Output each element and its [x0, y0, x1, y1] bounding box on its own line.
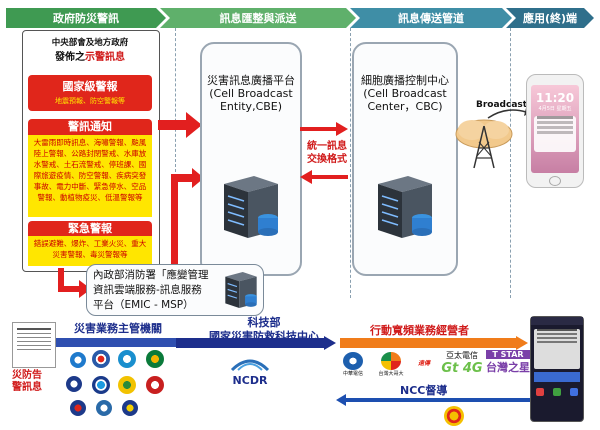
agency-logo: [70, 352, 86, 368]
exchange-arrow-right: [300, 122, 348, 136]
notice-body: 大雷雨即時訊息、海嘯警報、颱風陸上警報、公路封閉警戒、水庫放水警戒、土石流警戒、…: [33, 138, 147, 202]
separator-line: [175, 28, 176, 298]
agency-logo: [92, 350, 110, 368]
emergency-body: 錯誤避難、爆炸、工業火災、重大災害警報、毒災警報等: [33, 239, 147, 259]
gov-alert-panel: 中央部會及地方政府 發佈之示警訊息 國家級警報 地震預報、防空警報等 警訊通知 …: [22, 30, 160, 272]
separator-line: [350, 28, 351, 298]
exchange-label: 統一訊息 交換格式: [302, 140, 352, 166]
ncc-label: NCC督導: [400, 384, 448, 397]
left-sign: 災防告警訊息: [12, 370, 42, 393]
emergency-title-block: 緊急警報: [28, 221, 152, 236]
emergency-title: 緊急警報: [68, 222, 112, 235]
emic-to-cbe-arrow: [168, 168, 204, 264]
operator-fet: 遠傳: [410, 358, 438, 367]
tstar-sub: 台灣之星: [486, 361, 530, 374]
separator-line: [510, 28, 511, 298]
phone-notification: [534, 116, 576, 152]
operator-cht: 中華電信: [336, 352, 370, 377]
exchange-arrow-left: [300, 170, 348, 184]
cht-logo-icon: [343, 352, 363, 370]
phone-date: 4月5日 星期五: [538, 106, 572, 112]
phone-device: 11:20 4月5日 星期五: [526, 74, 584, 188]
operator-name: 遠傳: [417, 360, 430, 367]
ncdr-logo-mark: [230, 359, 270, 372]
notice-title: 警訊通知: [68, 120, 112, 133]
stage-label: 應用(終)端: [522, 12, 578, 25]
agency-label: 災害業務主管機關: [74, 322, 162, 335]
tower-icon: [455, 119, 513, 169]
agency-logo: [96, 400, 112, 416]
tstar-logo: T STAR: [486, 350, 530, 359]
ncdr-logo: NCDR: [230, 356, 270, 387]
ncdr-logo-text: NCDR: [232, 374, 268, 387]
server-icon: [225, 272, 257, 308]
ncdr-line1: 科技部: [247, 316, 281, 329]
stage-label: 政府防災警訊: [53, 12, 119, 25]
signal-arrow: [487, 108, 530, 119]
stage-aggregation: 訊息匯整與派送: [160, 8, 356, 28]
operator-name: 亞太電信: [446, 351, 478, 360]
operator-twm: 台灣大哥大: [374, 352, 408, 377]
notice-title-block: 警訊通知: [28, 119, 152, 135]
agency-logo: [118, 350, 136, 368]
stage-terminal: 應用(終)端: [506, 8, 594, 28]
agency-logo: [92, 376, 110, 394]
phone-alert-screenshot: [530, 316, 584, 422]
cbe-box: 災害訊息廣播平台(Cell Broadcast Entity,CBE): [200, 42, 302, 276]
ncc-double-arrow: [336, 394, 562, 406]
phone-time: 11:20: [535, 91, 575, 105]
gov-to-emic-arrow: [58, 268, 91, 298]
cbc-title: 細胞廣播控制中心(Cell Broadcast Center，CBC): [361, 74, 449, 113]
operator-tstar: T STAR 台灣之星: [486, 350, 530, 375]
gov-header-highlight: 示警訊息: [85, 52, 125, 63]
broadcast-label: Broadcast: [476, 100, 528, 110]
gov-header: 中央部會及地方政府 發佈之示警訊息: [29, 36, 151, 63]
server-icon: [224, 176, 278, 238]
emic-text: 內政部消防署「應變管理 資訊雲端服務-訊息服務 平台（EMIC - MSP）: [93, 268, 209, 313]
gov-header-line1: 中央部會及地方政府: [51, 38, 129, 48]
gt-logo: Gt 4G: [441, 361, 483, 376]
gov-to-cbe-arrow: [158, 112, 202, 138]
agency-bar: [56, 338, 176, 347]
operator-name: 台灣大哥大: [378, 371, 404, 377]
gov-header-prefix: 發佈之: [55, 52, 85, 63]
emic-line3: 平台（EMIC - MSP）: [93, 299, 194, 311]
gov-header-line2: 發佈之示警訊息: [29, 48, 151, 63]
stage-label: 訊息匯整與派送: [219, 12, 297, 25]
telecom-label: 行動寬頻業務經營者: [370, 324, 469, 337]
agency-logo: [66, 376, 82, 392]
agency-logo: [118, 376, 136, 394]
stage-label: 訊息傳送管道: [398, 12, 464, 25]
agency-logo: [146, 376, 164, 394]
agency-logo: [146, 350, 164, 368]
operator-name: 中華電信: [342, 371, 363, 377]
notice-body-block: 大雷雨即時訊息、海嘯警報、颱風陸上警報、公路封閉警戒、水庫放水警戒、土石流警戒、…: [28, 135, 152, 217]
stage-channel: 訊息傳送管道: [350, 8, 512, 28]
emic-line1: 內政部消防署「應變管理: [93, 269, 209, 281]
national-alert-title: 國家級警報: [62, 80, 118, 93]
operator-aptg: 亞太電信 Gt 4G: [440, 350, 484, 376]
national-alert-sub: 地震預報、防空警報等: [55, 97, 125, 105]
emic-line2: 資訊雲端服務-訊息服務: [93, 284, 202, 296]
exchange-line1: 統一訊息: [307, 141, 347, 152]
exchange-line2: 交換格式: [307, 154, 347, 165]
cbc-box: 細胞廣播控制中心(Cell Broadcast Center，CBC): [352, 42, 458, 276]
ncc-logo: [444, 406, 464, 426]
twm-logo-icon: [381, 352, 401, 370]
server-icon: [378, 176, 432, 238]
cbe-title: 災害訊息廣播平台(Cell Broadcast Entity,CBE): [207, 74, 295, 113]
blue-flow-arrow: [176, 336, 336, 350]
agency-logo: [70, 400, 86, 416]
agency-logo: [122, 400, 138, 416]
emergency-body-block: 錯誤避難、爆炸、工業火災、重大災害警報、毒災警報等: [28, 236, 152, 266]
emic-box: 內政部消防署「應變管理 資訊雲端服務-訊息服務 平台（EMIC - MSP）: [86, 264, 264, 316]
phone-screen: 11:20 4月5日 星期五: [531, 85, 579, 173]
orange-flow-arrow: [340, 336, 528, 350]
alert-document: [12, 322, 56, 368]
national-alert-block: 國家級警報 地震預報、防空警報等: [28, 75, 152, 111]
stage-gov-alert: 政府防災警訊: [6, 8, 166, 28]
home-button: [549, 176, 561, 186]
